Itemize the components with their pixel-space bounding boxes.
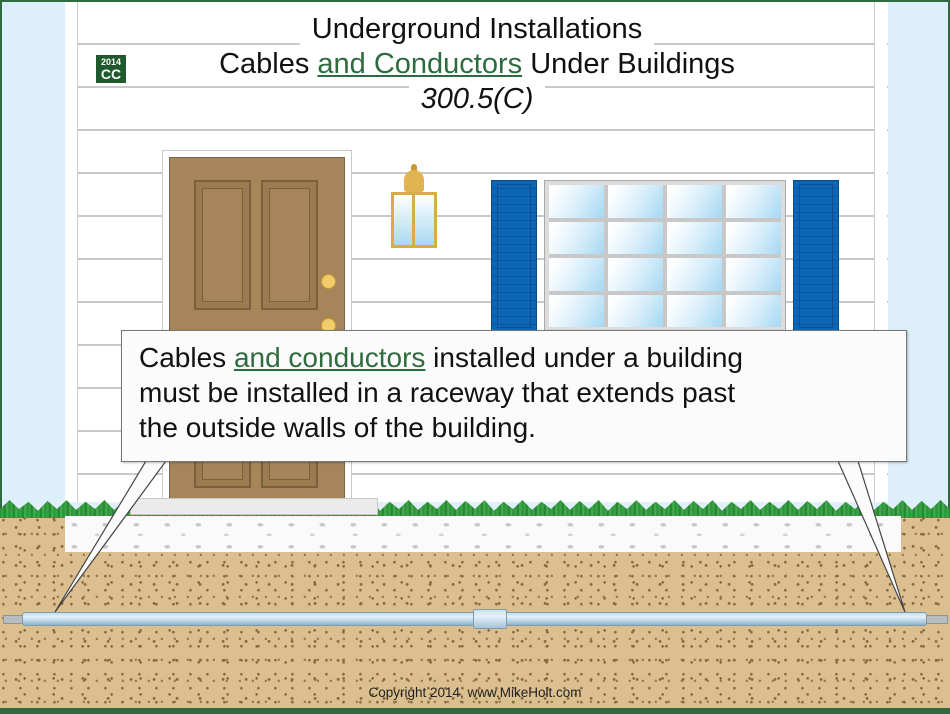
callout-line-1: Cables and conductors installed under a …	[139, 340, 906, 375]
sky-left	[2, 2, 65, 502]
badge-year: 2014	[100, 57, 122, 67]
door-panel	[261, 180, 318, 310]
door-panel	[194, 180, 251, 310]
diagram-title: Underground Installations Cables and Con…	[142, 12, 812, 117]
callout-prefix: Cables	[139, 342, 234, 373]
title-suffix: Under Buildings	[522, 48, 735, 80]
explanation-callout: Cables and conductors installed under a …	[121, 330, 907, 462]
shutter-right	[793, 180, 839, 332]
code-year-badge: 2014 CC	[96, 55, 126, 83]
door-knob	[321, 274, 336, 289]
door-step	[130, 498, 378, 515]
code-reference: 300.5(C)	[408, 82, 546, 117]
title-line-2: Cables and Conductors Under Buildings	[207, 47, 747, 82]
callout-highlight: and conductors	[233, 342, 426, 373]
window	[544, 180, 786, 332]
conductor-stub-left	[3, 615, 23, 624]
corner-trim-left	[65, 2, 78, 502]
raceway-coupling	[473, 609, 507, 629]
callout-suffix: installed under a building	[425, 342, 743, 373]
conductor-stub-right	[926, 615, 948, 624]
lantern-finial	[411, 164, 417, 172]
shutter-left	[491, 180, 537, 332]
wall-lantern	[390, 164, 440, 250]
badge-code: CC	[100, 66, 122, 82]
building-foundation-slab	[65, 516, 901, 552]
lantern-cap	[404, 170, 424, 192]
callout-line-2: must be installed in a raceway that exte…	[139, 377, 736, 408]
callout-line-3: the outside walls of the building.	[139, 412, 536, 443]
lantern-divider	[412, 192, 415, 248]
copyright-notice: Copyright 2014, www.MikeHolt.com	[368, 685, 582, 700]
title-highlight: and Conductors	[317, 48, 523, 80]
bottom-border	[0, 708, 950, 714]
title-line-1: Underground Installations	[299, 12, 655, 47]
window-grid	[549, 185, 781, 327]
title-prefix: Cables	[219, 48, 318, 80]
